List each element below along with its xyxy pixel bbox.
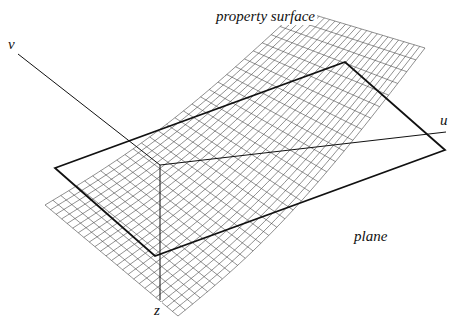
mesh-line — [158, 131, 285, 219]
mesh-line — [109, 165, 238, 265]
mesh-line — [78, 20, 330, 233]
mesh-line — [175, 118, 301, 201]
mesh-line — [271, 35, 398, 84]
surface-mesh — [45, 10, 425, 316]
axis-line — [160, 165, 161, 300]
mesh-line — [183, 111, 309, 192]
axis-label: property surface — [214, 8, 317, 25]
axis-label: z — [152, 302, 162, 319]
mesh-line — [45, 205, 178, 316]
mesh-line — [280, 26, 407, 71]
mesh-line — [133, 149, 261, 243]
axis-label: v — [6, 36, 17, 53]
mesh-line — [134, 35, 383, 279]
mesh-line — [218, 82, 344, 151]
mesh-line — [150, 40, 398, 293]
mesh-line — [166, 124, 293, 210]
mesh-line — [227, 74, 353, 140]
mesh-line — [298, 10, 425, 48]
mesh-line — [161, 43, 409, 302]
axis-line — [18, 54, 160, 165]
axis-label: u — [438, 112, 450, 129]
mesh-line — [117, 160, 245, 258]
axis-label: plane — [352, 228, 389, 245]
mesh-line — [51, 12, 304, 210]
mesh-line — [172, 46, 419, 311]
mesh-line — [178, 48, 425, 316]
mesh-line — [209, 90, 335, 162]
mesh-line — [125, 155, 253, 251]
mesh-line — [95, 24, 346, 246]
mesh-line — [150, 137, 277, 227]
mesh-line — [69, 191, 200, 298]
axis-line — [160, 132, 446, 165]
mesh-line — [73, 18, 325, 228]
mesh-line — [117, 31, 367, 266]
mesh-line — [53, 200, 185, 310]
mesh-line — [62, 15, 314, 219]
mesh-line — [106, 27, 356, 255]
mesh-line — [253, 51, 379, 107]
mesh-line — [145, 39, 394, 289]
mesh-line — [85, 181, 215, 285]
plane-outline — [55, 62, 445, 256]
mesh-line — [101, 171, 230, 272]
mesh-line — [67, 16, 319, 223]
mesh-line — [139, 37, 388, 284]
